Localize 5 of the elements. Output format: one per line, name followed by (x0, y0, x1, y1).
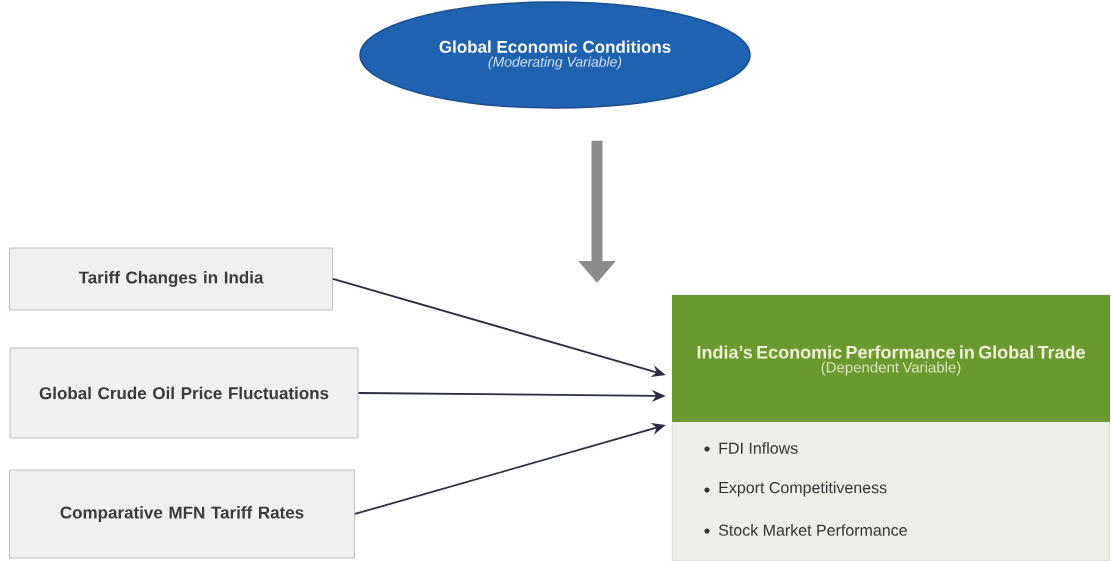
factor-box: Global Crude Oil Price Fluctuations (9, 347, 359, 439)
factor-box: Comparative MFN Tariff Rates (9, 469, 355, 559)
factor-box: Tariff Changes in India (9, 247, 333, 311)
ellipse-node: Global Economic Conditions (Moderating Variable) (359, 1, 751, 109)
result-box: India’s Economic Performance in Global Trade (Dependent Variable) FDI Inflows Export Competitiveness Stock Market Performance (671, 294, 1111, 561)
